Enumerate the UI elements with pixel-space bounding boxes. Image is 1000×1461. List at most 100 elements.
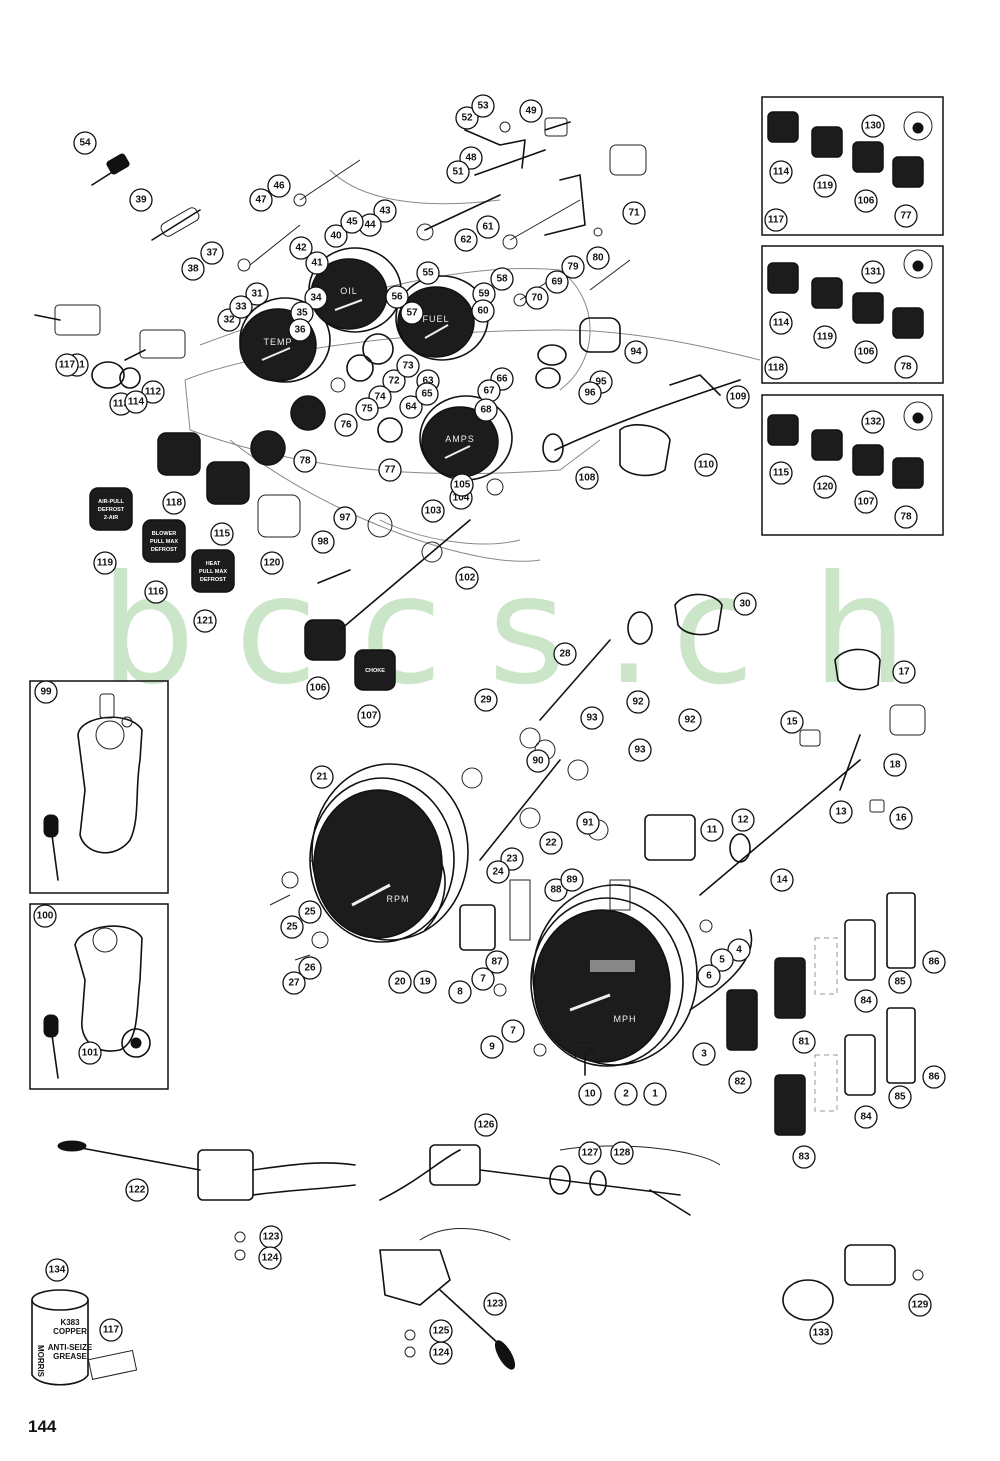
callout-label: 69 bbox=[551, 277, 563, 288]
callout-label: 85 bbox=[894, 1092, 906, 1103]
callout-label: 73 bbox=[402, 361, 414, 372]
callout-83: 83 bbox=[792, 1145, 816, 1169]
callout-circle bbox=[700, 818, 724, 842]
callout-label: 110 bbox=[698, 460, 715, 471]
callout-label: 64 bbox=[405, 402, 417, 413]
callout-circle bbox=[340, 210, 364, 234]
callout-circle bbox=[888, 970, 912, 994]
callout-label: 60 bbox=[477, 306, 489, 317]
callout-circle bbox=[769, 311, 793, 335]
callout-label: 97 bbox=[339, 513, 351, 524]
callout-19: 19 bbox=[413, 970, 437, 994]
callout-label: 12 bbox=[737, 815, 749, 826]
callout-label: 134 bbox=[49, 1265, 66, 1276]
callout-91: 91 bbox=[576, 811, 600, 835]
callout-20: 20 bbox=[388, 970, 412, 994]
callout-124: 124 bbox=[258, 1246, 282, 1270]
callout-117: 117 bbox=[764, 208, 788, 232]
inset-box-130 bbox=[761, 96, 944, 236]
callout-label: 106 bbox=[858, 347, 875, 358]
callout-circle bbox=[770, 868, 794, 892]
knob-118-line2: DEFROST bbox=[98, 507, 125, 513]
callout-label: 2 bbox=[623, 1089, 629, 1100]
callout-49: 49 bbox=[519, 99, 543, 123]
callout-label: 103 bbox=[425, 506, 442, 517]
callout-circle bbox=[883, 753, 907, 777]
callout-21: 21 bbox=[310, 765, 334, 789]
callout-label: 117 bbox=[768, 215, 785, 226]
callout-circle bbox=[769, 461, 793, 485]
callout-53: 53 bbox=[471, 94, 495, 118]
callout-label: 11 bbox=[707, 825, 718, 836]
callout-3: 3 bbox=[692, 1042, 716, 1066]
callout-circle bbox=[305, 251, 329, 275]
callout-label: 119 bbox=[817, 181, 834, 192]
callout-label: 118 bbox=[166, 498, 183, 509]
callout-label: 29 bbox=[480, 695, 492, 706]
callout-39: 39 bbox=[129, 188, 153, 212]
callout-circle bbox=[728, 1070, 752, 1094]
callout-circle bbox=[813, 174, 837, 198]
callout-96: 96 bbox=[578, 381, 602, 405]
callout-label: 55 bbox=[422, 268, 434, 279]
callout-circle bbox=[809, 1321, 833, 1345]
callout-7: 7 bbox=[471, 967, 495, 991]
callout-label: 81 bbox=[798, 1037, 810, 1048]
callout-label: 15 bbox=[786, 717, 798, 728]
callout-circle bbox=[764, 356, 788, 380]
callout-label: 124 bbox=[433, 1348, 450, 1359]
callout-circle bbox=[446, 160, 470, 184]
callout-circle bbox=[382, 369, 406, 393]
callout-label: 49 bbox=[525, 106, 537, 117]
callout-103: 103 bbox=[421, 499, 445, 523]
callout-label: 39 bbox=[135, 195, 147, 206]
callout-124: 124 bbox=[429, 1341, 453, 1365]
callout-label: 25 bbox=[286, 922, 298, 933]
callout-78: 78 bbox=[894, 505, 918, 529]
callout-label: 131 bbox=[865, 267, 882, 278]
callout-circle bbox=[626, 690, 650, 714]
callout-label: 109 bbox=[730, 392, 747, 403]
callout-label: 70 bbox=[531, 293, 543, 304]
callout-119: 119 bbox=[813, 174, 837, 198]
callout-17: 17 bbox=[892, 660, 916, 684]
callout-118: 118 bbox=[764, 356, 788, 380]
callout-label: 26 bbox=[304, 963, 316, 974]
callout-label: 48 bbox=[465, 153, 477, 164]
callout-circle bbox=[229, 295, 253, 319]
callout-label: 34 bbox=[310, 293, 322, 304]
callout-label: 115 bbox=[214, 529, 231, 540]
callout-circle bbox=[486, 860, 510, 884]
callout-circle bbox=[324, 224, 348, 248]
callout-label: 108 bbox=[579, 473, 596, 484]
callout-circle bbox=[764, 208, 788, 232]
callout-circle bbox=[710, 948, 734, 972]
callout-circle bbox=[289, 236, 313, 260]
callout-89: 89 bbox=[560, 868, 584, 892]
callout-circle bbox=[33, 904, 57, 928]
callout-label: 22 bbox=[545, 838, 557, 849]
callout-29: 29 bbox=[474, 688, 498, 712]
callout-circle bbox=[334, 413, 358, 437]
instrument-misc bbox=[269, 611, 926, 1076]
callout-36: 36 bbox=[288, 318, 312, 342]
callout-circle bbox=[545, 270, 569, 294]
callout-circle bbox=[578, 1082, 602, 1106]
callout-label: 16 bbox=[895, 813, 907, 824]
callout-label: 72 bbox=[388, 376, 400, 387]
callout-circle bbox=[854, 340, 878, 364]
callout-28: 28 bbox=[553, 642, 577, 666]
callout-circle bbox=[310, 765, 334, 789]
callout-circle bbox=[731, 808, 755, 832]
callout-label: 80 bbox=[592, 253, 604, 264]
callout-107: 107 bbox=[854, 490, 878, 514]
callout-56: 56 bbox=[385, 285, 409, 309]
callout-label: 85 bbox=[894, 977, 906, 988]
callout-label: 88 bbox=[550, 885, 562, 896]
callout-circle bbox=[485, 950, 509, 974]
callout-87: 87 bbox=[485, 950, 509, 974]
callout-label: 45 bbox=[346, 217, 358, 228]
fuel-gauge-label: FUEL bbox=[422, 314, 449, 324]
callout-11: 11 bbox=[700, 818, 724, 842]
callout-circle bbox=[539, 831, 563, 855]
